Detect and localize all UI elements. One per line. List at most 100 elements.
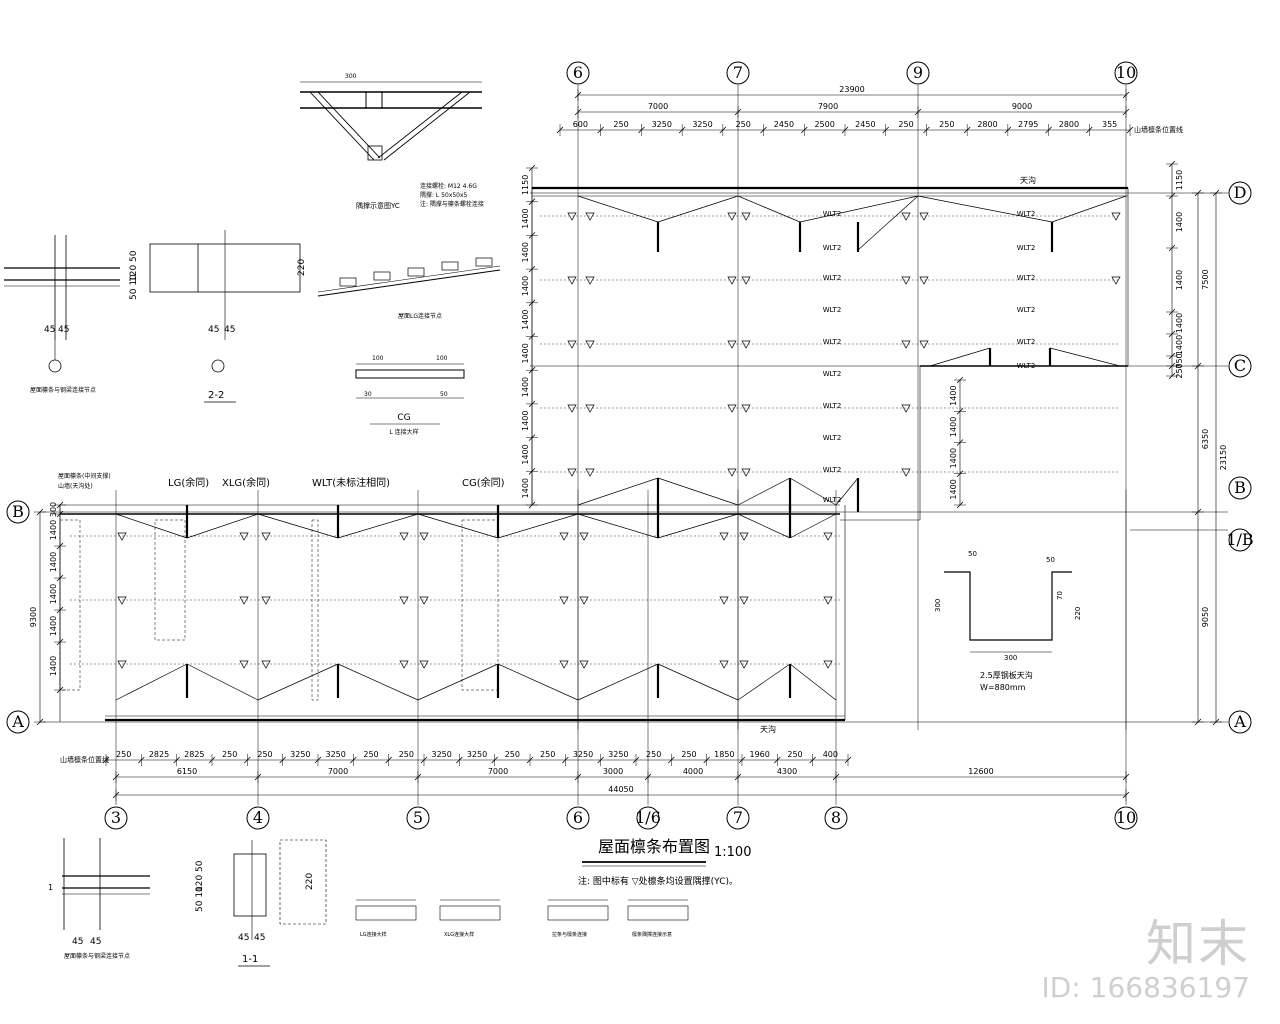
- purlin-section: [441, 261, 459, 271]
- dim-label: 3250: [573, 750, 593, 759]
- dim-label: 50 10: [195, 886, 205, 912]
- dim-label: 1400: [49, 552, 58, 572]
- dim-label: 9050: [1201, 607, 1210, 627]
- tie-rod: [657, 195, 739, 223]
- dim-label: 23900: [839, 85, 864, 94]
- dim-label: 1400: [1175, 270, 1184, 290]
- slope-caption: 屋面LG连接节点: [398, 312, 442, 320]
- brace-marker: [567, 276, 577, 285]
- dim-label: 2450: [774, 120, 794, 129]
- dim-label: 3250: [608, 750, 628, 759]
- axis-bubble-top-9-label: 9: [913, 63, 923, 82]
- brace: [317, 91, 381, 159]
- dim-label: 1400: [521, 208, 530, 228]
- wlt-label: WLT2: [823, 466, 842, 474]
- brace-marker: [419, 596, 429, 605]
- wlt-label: WLT2: [1017, 306, 1036, 314]
- axis-bubble-bottom-1: 4: [246, 806, 270, 830]
- wlt-label: WLT2: [823, 496, 842, 504]
- axis-node: [48, 359, 62, 373]
- label-xlg: XLG(余同): [222, 476, 270, 489]
- dim-label: 250: [363, 750, 378, 759]
- axis-bubble-right-3-circle: [1228, 528, 1252, 552]
- tie-rod: [417, 663, 499, 701]
- dim-label: 355: [1102, 120, 1117, 129]
- small-detail-caption: 檩条隅撑连接示意: [632, 931, 672, 938]
- brace-marker: [585, 276, 595, 285]
- brace-marker: [419, 660, 429, 669]
- cg-sub: L 连接大样: [389, 428, 418, 436]
- left-detail-caption: 屋面檩条与钢梁连接节点: [30, 386, 96, 394]
- section-outline-dashed: [279, 839, 327, 925]
- brace-marker: [741, 468, 751, 477]
- brace-marker: [823, 532, 833, 541]
- dim-bottom-total: 44050: [112, 785, 1130, 801]
- dim-label: 600: [573, 120, 588, 129]
- drawing-scale: 1:100: [714, 845, 751, 860]
- brace-marker: [719, 532, 729, 541]
- tie-rod: [186, 663, 259, 701]
- dim-label: 250: [736, 120, 751, 129]
- cg-rod: [355, 369, 465, 379]
- tie-rod: [497, 513, 579, 539]
- dim-label: 1850: [714, 750, 734, 759]
- dim-label: 1400: [949, 385, 958, 405]
- brace: [377, 91, 463, 159]
- dim-label: 45: [72, 937, 83, 947]
- dim-label: 220: [305, 873, 315, 890]
- brace-marker: [585, 340, 595, 349]
- wlt-label: WLT2: [823, 402, 842, 410]
- tie-rod: [799, 195, 919, 223]
- brace-marker: [727, 468, 737, 477]
- dim-label: 9300: [29, 607, 38, 627]
- dim-label: 44050: [608, 785, 633, 794]
- brace-marker: [741, 404, 751, 413]
- label-cg: CG(余同): [462, 476, 505, 489]
- brace-marker: [727, 404, 737, 413]
- callout-cg: [461, 519, 499, 691]
- axis-bubble-bottom-2-label: 5: [413, 808, 423, 827]
- dim-label: 250: [613, 120, 628, 129]
- section-2-2-label: 2-2: [208, 390, 224, 401]
- axis-bubble-bottom-6-circle: [824, 806, 848, 830]
- tie-rod: [789, 513, 837, 539]
- dim-label: 3000: [603, 767, 623, 776]
- wlt-label: WLT2: [1017, 362, 1036, 370]
- axis-bubble-bottom-5-circle: [726, 806, 750, 830]
- brace-marker: [901, 404, 911, 413]
- dim-label: 300: [345, 73, 357, 80]
- brace-marker: [567, 340, 577, 349]
- wlt-label: WLT2: [1017, 338, 1036, 346]
- dim-label: 220: [297, 259, 307, 276]
- brace-marker: [117, 660, 127, 669]
- brace-marker: [117, 532, 127, 541]
- axis-bubble-bottom-3-circle: [566, 806, 590, 830]
- brace-marker: [399, 596, 409, 605]
- dim-label: 50: [129, 250, 139, 262]
- dim-top-total: 23900: [574, 85, 1130, 101]
- bottom-left-caption: 屋面檩条与钢梁连接节点: [64, 952, 130, 960]
- dim-label: 50: [968, 550, 977, 558]
- dim-label: 6150: [177, 767, 197, 776]
- dim-label: 1400: [949, 448, 958, 468]
- tie-rod: [497, 663, 579, 701]
- tie-rod: [115, 663, 188, 701]
- callout-lg: [154, 519, 186, 641]
- brace-marker: [727, 212, 737, 221]
- yc-note: 连接螺栓: M12 4.6G: [420, 182, 477, 190]
- axis-bubble-bottom-4: 1/6: [635, 806, 661, 830]
- dim-label: 4000: [683, 767, 703, 776]
- axis-bubble-bottom-6: 8: [824, 806, 848, 830]
- dim-label: 220: [1074, 607, 1082, 620]
- tie-rod: [789, 477, 837, 506]
- slope-line: [317, 265, 501, 293]
- tie-rod: [929, 347, 991, 367]
- dim-label: 2795: [1018, 120, 1038, 129]
- detail-slope: 屋面LG连接节点: [317, 257, 501, 320]
- axis-bubble-right-4: A: [1228, 710, 1252, 734]
